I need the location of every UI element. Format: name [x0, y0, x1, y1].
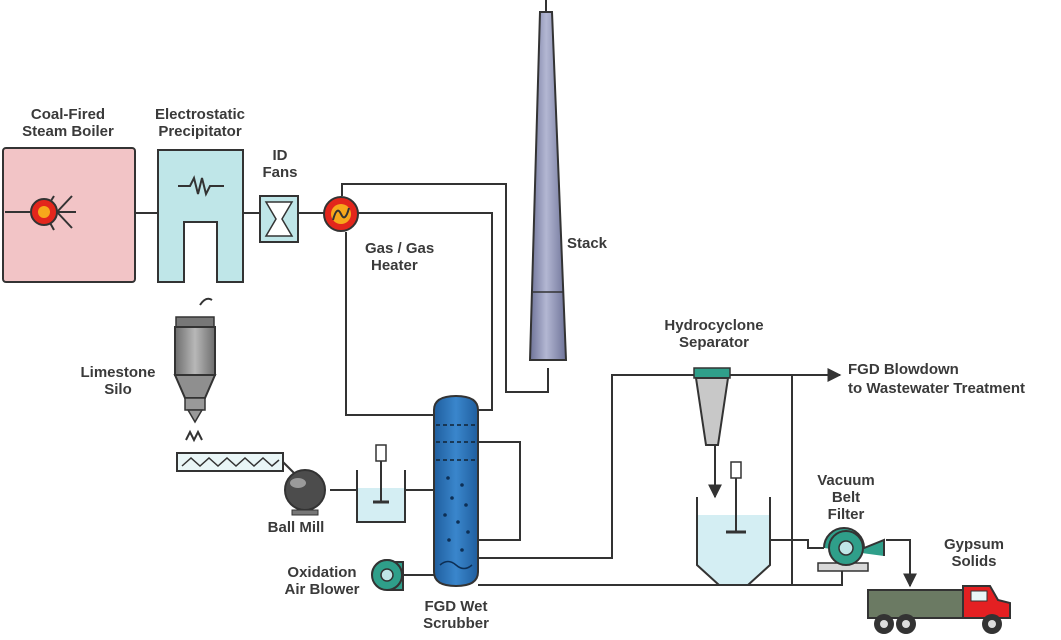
ball-mill	[284, 469, 326, 516]
ball-mill-body	[284, 469, 326, 511]
label-esp-1: Electrostatic	[155, 106, 245, 123]
label-fans-2: Fans	[262, 164, 297, 181]
label-hydro-1: Hydrocyclone	[664, 317, 763, 334]
label-filter-1: Vacuum	[817, 472, 875, 489]
fgd-wet-scrubber	[433, 394, 479, 588]
label-ball-mill: Ball Mill	[268, 519, 325, 536]
label-heater-2: Heater	[371, 257, 418, 274]
label-filter-2: Belt	[832, 489, 860, 506]
label-boiler-1: Coal-Fired	[31, 106, 105, 123]
hydrocyclone-separator	[693, 367, 731, 446]
label-filter-3: Filter	[828, 506, 865, 523]
mixer-icon	[726, 461, 746, 534]
label-heater-1: Gas / Gas	[365, 240, 434, 257]
label-silo-2: Silo	[104, 381, 132, 398]
electrode-icon	[178, 175, 224, 197]
label-hydro-2: Separator	[679, 334, 749, 351]
label-blower-1: Oxidation	[287, 564, 356, 581]
scrubber-body	[433, 394, 479, 588]
label-esp-2: Precipitator	[158, 123, 242, 140]
boiler-body	[2, 147, 136, 283]
pipe-scrubber-heater	[345, 232, 434, 416]
silo-body	[174, 326, 216, 376]
gas-gas-heater	[323, 196, 359, 232]
pipe-scrubber-hydrocyclone	[478, 374, 694, 559]
label-gypsum-2: Solids	[951, 553, 996, 570]
vacuum-belt-filter	[817, 527, 885, 572]
pipe-heater-scrubber-in	[358, 212, 493, 411]
tank-walls	[696, 497, 771, 586]
limestone-silo	[173, 297, 217, 443]
pipe-filter-return	[792, 568, 843, 586]
screw-conveyor	[176, 452, 284, 472]
pipe-tank-filter	[770, 539, 824, 549]
pipes	[135, 183, 917, 588]
pipe-recirculation	[478, 441, 521, 541]
labels: Coal-Fired Steam Boiler Electrostatic Pr…	[22, 106, 1025, 632]
tank-walls	[356, 470, 406, 523]
stack-body	[528, 11, 568, 361]
flame-icon	[5, 195, 76, 231]
pipe-filter-truck	[886, 539, 917, 588]
id-fans	[259, 195, 299, 243]
label-blowdown-2: to Wastewater Treatment	[848, 380, 1025, 397]
slurry-tank	[356, 444, 406, 523]
pipe-heater-stack	[341, 183, 549, 393]
label-boiler-2: Steam Boiler	[22, 123, 114, 140]
coal-fired-steam-boiler	[2, 147, 136, 283]
label-silo-1: Limestone	[80, 364, 155, 381]
label-stack: Stack	[567, 235, 608, 252]
hydrocyclone-body	[694, 377, 730, 446]
label-blower-2: Air Blower	[284, 581, 359, 598]
fan-icon	[264, 201, 294, 237]
label-gypsum-1: Gypsum	[944, 536, 1004, 553]
mixer-icon	[373, 444, 389, 504]
esp-body	[157, 149, 244, 283]
label-scrubber-2: Scrubber	[423, 615, 489, 632]
electrostatic-precipitator	[157, 149, 244, 283]
label-scrubber-1: FGD Wet	[424, 598, 487, 615]
label-fans-1: ID	[273, 147, 288, 164]
blower-icon	[371, 559, 404, 591]
label-blowdown-1: FGD Blowdown	[848, 361, 959, 378]
truck-icon	[867, 585, 1011, 634]
gypsum-tank	[696, 461, 771, 586]
stack	[528, 0, 568, 361]
